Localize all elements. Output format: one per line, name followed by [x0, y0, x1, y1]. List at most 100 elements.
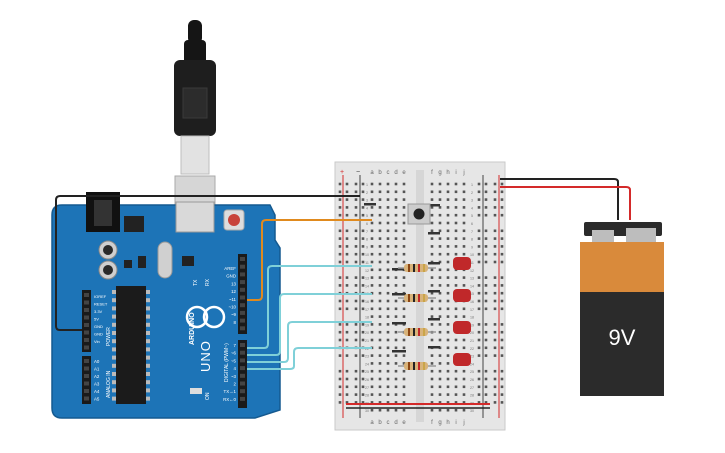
- resistor: [398, 362, 436, 370]
- header-hole: [240, 358, 245, 363]
- bb-hole: [454, 237, 458, 240]
- bb-hole: [370, 307, 374, 311]
- rail-hole: [500, 354, 504, 357]
- rail-hole: [338, 307, 342, 311]
- power-pin-label: GND: [94, 324, 103, 329]
- bb-hole: [370, 190, 374, 194]
- bb-hole: [430, 369, 434, 373]
- bb-hole: [462, 377, 466, 381]
- rail-hole: [361, 198, 365, 201]
- bb-hole: [430, 393, 434, 396]
- header-hole: [240, 303, 245, 308]
- bb-hole: [402, 276, 406, 279]
- bb-hole: [430, 276, 434, 279]
- bb-hole: [446, 182, 450, 186]
- bb-col-label: h: [446, 170, 449, 176]
- bb-hole: [446, 284, 450, 287]
- bb-hole: [454, 408, 458, 412]
- rail-hole: [484, 323, 488, 326]
- bb-hole: [462, 190, 466, 194]
- bb-hole: [430, 245, 434, 248]
- rail-hole: [345, 338, 349, 342]
- rail-hole: [345, 213, 349, 217]
- bb-hole: [446, 307, 450, 311]
- bb-hole: [462, 221, 466, 225]
- rail-hole: [493, 252, 497, 256]
- rail-hole: [338, 206, 342, 209]
- rail-hole: [484, 213, 488, 217]
- rail-hole: [500, 260, 504, 264]
- rail-hole: [338, 393, 342, 396]
- rail-hole: [345, 377, 349, 381]
- rail-hole: [361, 237, 365, 240]
- rail-hole: [500, 245, 504, 248]
- bb-hole: [386, 198, 390, 201]
- bb-hole: [454, 245, 458, 248]
- bb-hole: [446, 369, 450, 373]
- bb-hole: [402, 190, 406, 194]
- rail-hole: [484, 385, 488, 389]
- bb-hole: [370, 182, 374, 186]
- header-hole: [240, 350, 245, 355]
- bb-hole: [386, 284, 390, 287]
- brand-label: ARDUINO: [189, 312, 196, 345]
- bb-hole: [454, 198, 458, 201]
- bb-hole: [378, 377, 382, 381]
- bb-hole: [430, 315, 434, 318]
- bb-hole: [386, 229, 390, 233]
- rail-hole: [477, 198, 481, 201]
- bb-col-label: d: [394, 420, 397, 426]
- rail-hole: [477, 213, 481, 217]
- bb-row-label: 30: [365, 409, 369, 413]
- chip-pin: [146, 380, 150, 385]
- power-pin-label: 5V: [94, 317, 99, 322]
- rail-hole: [493, 206, 497, 209]
- bb-hole: [402, 229, 406, 233]
- bb-hole: [446, 338, 450, 342]
- bb-hole: [370, 229, 374, 233]
- rail-hole: [493, 385, 497, 389]
- rail-hole: [338, 377, 342, 381]
- rail-hole: [477, 206, 481, 209]
- rail-hole: [338, 237, 342, 240]
- bb-hole: [370, 315, 374, 318]
- bb-row-label: 28: [470, 394, 474, 398]
- header-hole: [84, 359, 89, 363]
- header-hole: [84, 293, 89, 297]
- bb-row-label: 16: [365, 300, 369, 304]
- bb-hole: [402, 315, 406, 318]
- header-hole: [84, 308, 89, 312]
- chip-pin: [146, 314, 150, 319]
- rail-hole: [500, 401, 504, 404]
- rail-hole: [493, 346, 497, 350]
- bb-hole: [394, 401, 398, 404]
- bb-hole: [446, 330, 450, 334]
- bb-hole: [386, 330, 390, 334]
- header-hole: [240, 295, 245, 300]
- rail-hole: [484, 377, 488, 381]
- rail-plus-label: +: [340, 169, 344, 176]
- bb-hole: [430, 323, 434, 326]
- bb-row-label: 5: [471, 214, 473, 218]
- bb-row-label: 20: [365, 331, 369, 335]
- rail-hole: [477, 291, 481, 295]
- bb-hole: [378, 338, 382, 342]
- header-hole: [84, 374, 89, 378]
- rail-hole: [484, 190, 488, 194]
- bb-hole: [446, 354, 450, 357]
- bb-hole: [454, 393, 458, 396]
- bb-hole: [378, 362, 382, 365]
- resistor: [398, 294, 436, 302]
- rail-hole: [354, 330, 358, 334]
- bb-row-label: 15: [470, 292, 474, 296]
- rail-hole: [361, 323, 365, 326]
- rail-hole: [484, 206, 488, 209]
- bb-hole: [378, 221, 382, 225]
- bb-hole: [446, 291, 450, 295]
- bb-hole: [386, 369, 390, 373]
- rail-hole: [345, 369, 349, 373]
- bb-col-label: b: [378, 170, 382, 176]
- bb-hole: [394, 198, 398, 201]
- analog-pin-label: A0: [94, 359, 100, 364]
